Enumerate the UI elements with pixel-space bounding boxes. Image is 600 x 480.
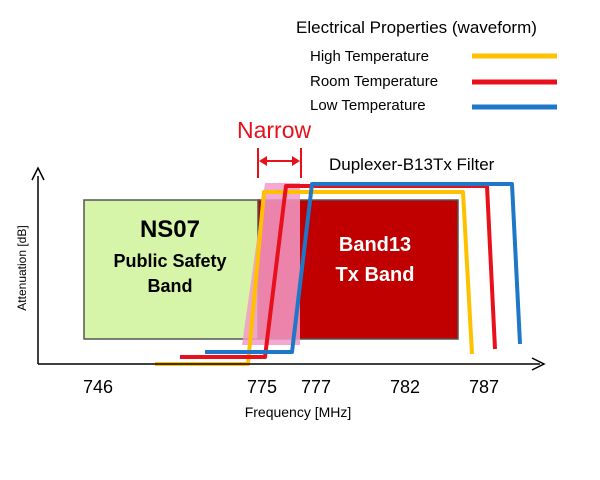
waveform-low-temperature — [205, 182, 522, 354]
y-axis-label: Attenuation [dB] — [15, 225, 29, 310]
tick-787: 787 — [469, 377, 499, 397]
x-axis-label: Frequency [MHz] — [245, 404, 352, 420]
filter-label: Duplexer-B13Tx Filter — [329, 155, 495, 174]
tick-775: 775 — [247, 377, 277, 397]
waveform-room-temperature — [180, 184, 497, 359]
legend-label-low: Low Temperature — [310, 97, 426, 114]
ns07-line2: Public Safety — [113, 251, 226, 271]
legend-item-high: High Temperature — [310, 48, 557, 65]
guard-region — [242, 183, 300, 345]
band13-title: Band13 — [339, 234, 411, 256]
band13-line2: Tx Band — [336, 264, 415, 286]
tick-746: 746 — [83, 377, 113, 397]
legend-item-room: Room Temperature — [310, 73, 557, 90]
ns07-band — [83, 199, 260, 340]
y-axis-arrow — [31, 166, 45, 181]
narrow-arrow-head-right — [292, 156, 300, 166]
x-axis-arrow — [531, 357, 546, 371]
legend-label-high: High Temperature — [310, 48, 429, 65]
ns07-line3: Band — [148, 276, 193, 296]
narrow-label: Narrow — [237, 117, 312, 143]
tick-782: 782 — [390, 377, 420, 397]
ns07-title: NS07 — [140, 216, 200, 243]
legend-title: Electrical Properties (waveform) — [296, 18, 537, 37]
narrow-arrow-head-left — [259, 156, 267, 166]
legend-item-low: Low Temperature — [310, 97, 557, 114]
tick-777: 777 — [301, 377, 331, 397]
legend-label-room: Room Temperature — [310, 73, 438, 90]
